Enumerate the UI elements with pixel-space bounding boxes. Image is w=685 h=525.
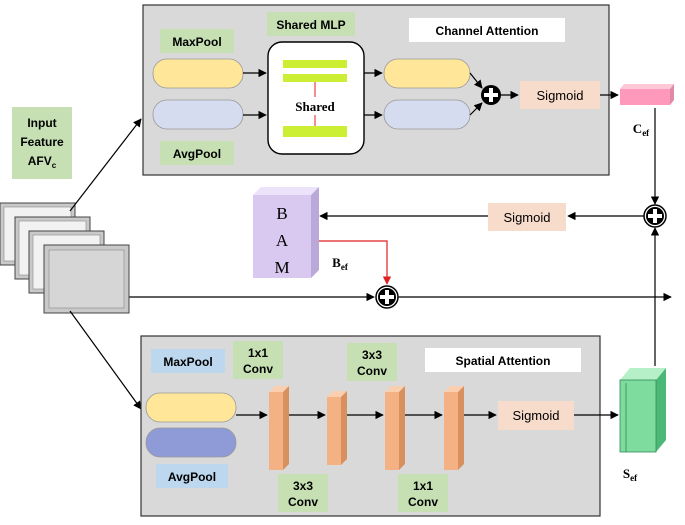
mlp-bar-top-1 bbox=[283, 60, 347, 68]
ca-mlp-out-pill-top bbox=[383, 58, 471, 89]
bam-sigmoid-label: Sigmoid bbox=[504, 210, 551, 225]
conv2-label-line1: 3x3 bbox=[293, 479, 313, 493]
spatial-attention-title: Spatial Attention bbox=[456, 354, 551, 368]
conv3-label-line1: 3x3 bbox=[362, 348, 382, 362]
conv4-label-box bbox=[398, 474, 448, 512]
conv3-label-box bbox=[347, 343, 397, 381]
conv-block-4 bbox=[444, 386, 464, 470]
ca-maxpool-label: MaxPool bbox=[172, 35, 221, 49]
ca-sum-plus-icon bbox=[481, 85, 501, 105]
input-feature-line2: Feature bbox=[20, 135, 64, 149]
mlp-inner-label: Shared bbox=[295, 99, 335, 114]
shared-mlp-title: Shared MLP bbox=[276, 18, 345, 32]
channel-attention-title-box bbox=[409, 18, 565, 42]
input-feature-line3: AFVc bbox=[28, 154, 57, 170]
sa-maxpool-label-box bbox=[151, 349, 225, 373]
conv4-label-line1: 1x1 bbox=[413, 479, 433, 493]
conv1-label-line1: 1x1 bbox=[248, 346, 268, 360]
sef-output-block bbox=[619, 368, 666, 453]
ca-avgpool-label: AvgPool bbox=[173, 147, 221, 161]
cef-output-block bbox=[620, 84, 674, 105]
conv-block-2 bbox=[327, 391, 347, 465]
ca-avgpool-label-box bbox=[160, 141, 234, 165]
cef-label: Cef bbox=[633, 121, 650, 138]
conv1-label-line2: Conv bbox=[243, 362, 273, 376]
sa-maxpool-pill bbox=[145, 392, 237, 423]
conv4-label-line2: Conv bbox=[408, 495, 438, 509]
input-feature-box bbox=[12, 107, 72, 179]
bam-sigmoid-box bbox=[488, 203, 566, 231]
ca-sigmoid-box bbox=[520, 81, 600, 109]
bam-block bbox=[253, 187, 319, 278]
conv1-label-box bbox=[233, 341, 283, 379]
ca-maxpool-label-box bbox=[160, 29, 234, 53]
ca-mlp-out-pill-bottom bbox=[383, 99, 471, 130]
ca-avgpool-pill bbox=[152, 99, 244, 130]
bam-letter-a: A bbox=[276, 231, 289, 250]
conv2-label-line2: Conv bbox=[288, 495, 318, 509]
sa-avgpool-label: AvgPool bbox=[168, 470, 216, 484]
sa-maxpool-label: MaxPool bbox=[163, 355, 212, 369]
merge-plus-icon bbox=[643, 204, 667, 228]
input-feature-line1: Input bbox=[27, 116, 56, 130]
channel-attention-panel: Channel Attention MaxPool AvgPool Shared… bbox=[142, 4, 610, 176]
bam-letter-m: M bbox=[274, 258, 289, 277]
mlp-bar-top-2 bbox=[283, 74, 347, 82]
sa-sigmoid-box bbox=[498, 401, 574, 430]
bef-label: Bef bbox=[332, 255, 349, 272]
shared-mlp-title-box bbox=[267, 12, 355, 36]
sef-label: Sef bbox=[623, 466, 638, 483]
feature-map-stack bbox=[0, 202, 130, 314]
mlp-inner-label-bg bbox=[290, 97, 340, 115]
ca-sigmoid-label: Sigmoid bbox=[537, 88, 584, 103]
channel-attention-title: Channel Attention bbox=[436, 24, 539, 38]
sa-sigmoid-label: Sigmoid bbox=[513, 408, 560, 423]
spatial-attention-title-box bbox=[425, 348, 581, 372]
conv3-label-line2: Conv bbox=[357, 364, 387, 378]
conv2-label-box bbox=[278, 474, 328, 512]
conv-block-1 bbox=[269, 386, 289, 470]
center-plus-icon bbox=[375, 285, 399, 309]
ca-maxpool-pill bbox=[152, 58, 244, 89]
sa-avgpool-pill bbox=[145, 427, 237, 458]
sa-avgpool-label-box bbox=[156, 464, 228, 488]
bam-letter-b: B bbox=[276, 204, 287, 223]
mlp-bar-bottom bbox=[283, 126, 347, 137]
spatial-attention-panel: Spatial Attention MaxPool AvgPool 1x1 Co… bbox=[140, 335, 601, 517]
conv-block-3 bbox=[385, 386, 405, 470]
